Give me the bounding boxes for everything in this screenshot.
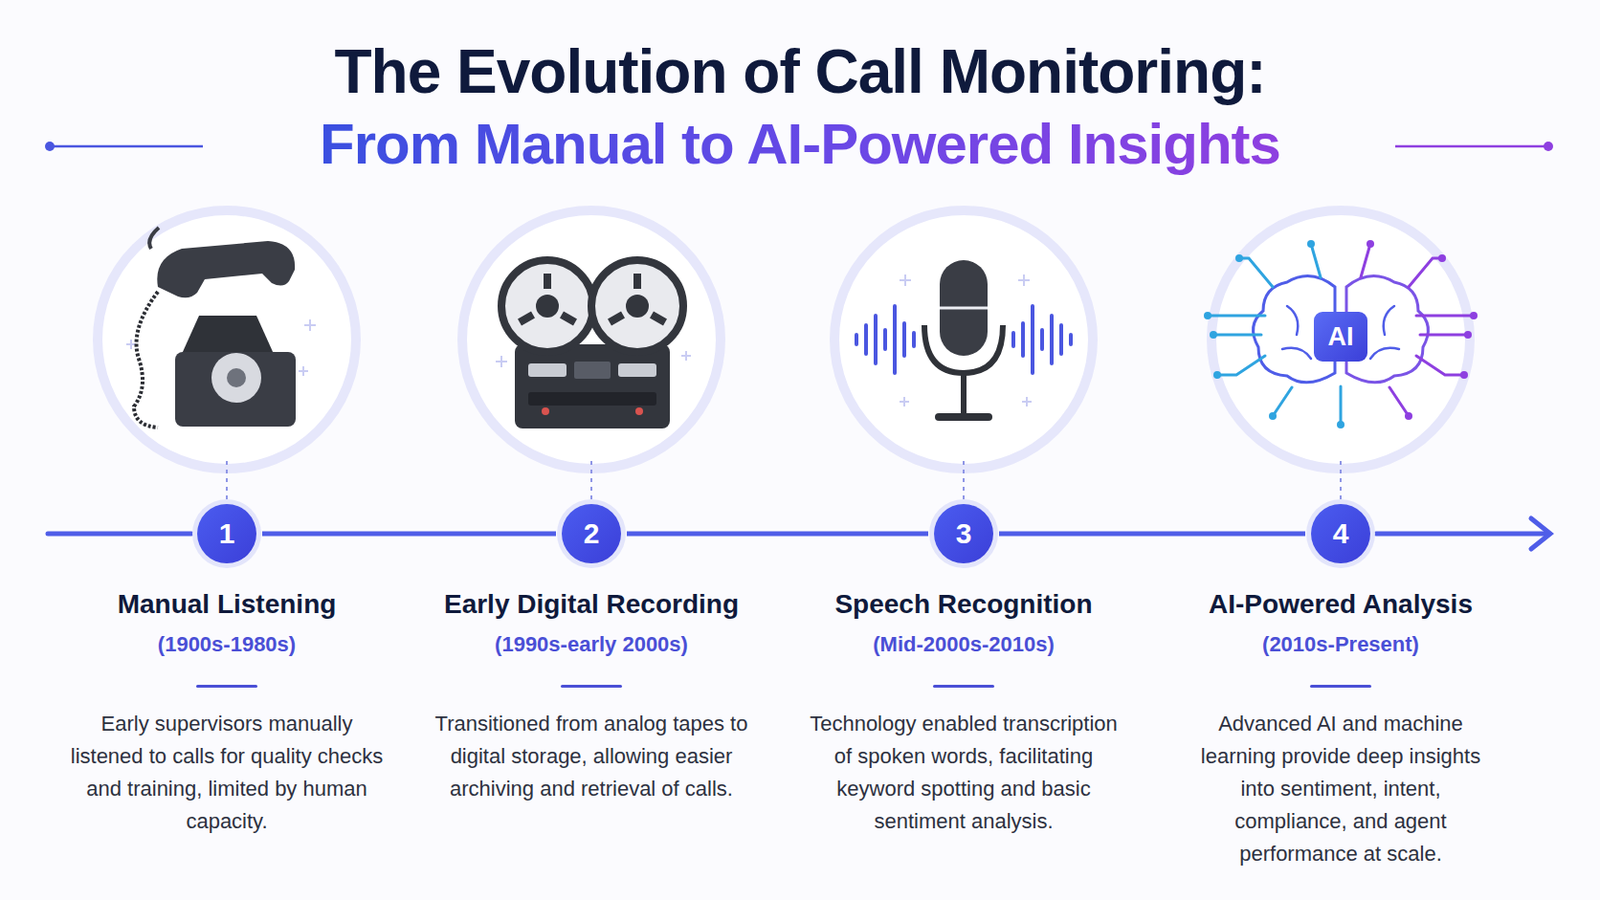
- stage-date: (1990s-early 2000s): [494, 632, 689, 658]
- stage-heading: Manual Listening: [117, 589, 337, 621]
- tape-recorder-icon: [501, 260, 684, 429]
- subtitle: From Manual to AI-Powered Insights: [319, 111, 1281, 178]
- stage-description: Advanced AI and machine learning provide…: [1182, 708, 1499, 871]
- microphone-icon: [856, 260, 1071, 422]
- step-circle: 1: [197, 504, 257, 564]
- divider-bar: [560, 685, 623, 689]
- leader-line: [226, 461, 1341, 500]
- icon-ring: [97, 210, 1470, 469]
- step-number: 4: [1333, 517, 1350, 551]
- telephone-icon: [133, 227, 296, 428]
- stage-heading: Speech Recognition: [834, 589, 1092, 621]
- timeline-connector: [999, 533, 1306, 535]
- ai-brain-icon: [1203, 240, 1478, 429]
- step-circle: 2: [561, 504, 622, 564]
- step-circle: 4: [1311, 504, 1371, 564]
- step-number: 2: [583, 517, 600, 551]
- step-number: 1: [219, 517, 236, 551]
- stage-heading: Early Digital Recording: [444, 589, 739, 621]
- stage-date: (1900s-1980s): [157, 632, 296, 658]
- step-circle: 3: [933, 504, 994, 564]
- divider-bar: [933, 685, 995, 689]
- stage-heading: AI-Powered Analysis: [1208, 589, 1473, 621]
- stage-description: Transitioned from analog tapes to digita…: [433, 708, 750, 806]
- divider-bar: [1310, 685, 1372, 689]
- stage-description: Early supervisors manually listened to c…: [68, 708, 385, 839]
- stage-date: (2010s-Present): [1262, 632, 1420, 658]
- title: The Evolution of Call Monitoring:: [82, 36, 1518, 108]
- stage-date: (Mid-2000s-2010s): [872, 632, 1055, 658]
- chip-label: AI: [1328, 322, 1355, 353]
- timeline-connector: [626, 533, 929, 535]
- divider-bar: [196, 685, 258, 689]
- stage-description: Technology enabled transcription of spok…: [805, 708, 1122, 839]
- step-number: 3: [955, 517, 973, 551]
- timeline-connector: [262, 533, 556, 535]
